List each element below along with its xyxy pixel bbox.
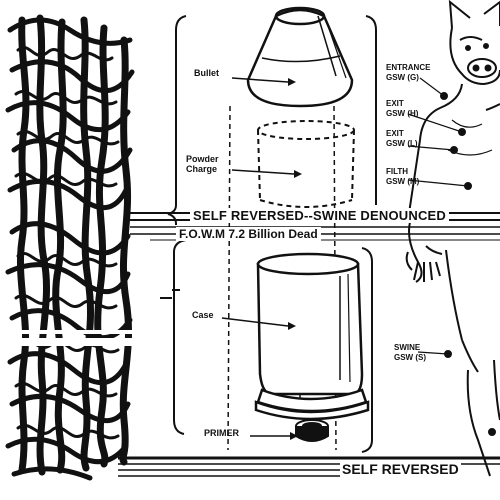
label-entrance-2: GSW (G) — [386, 73, 419, 82]
label-filth-2: GSW (M) — [386, 177, 420, 186]
primer-arrowhead — [290, 432, 298, 440]
subline-banner: F.O.W.M 7.2 Billion Dead — [176, 227, 321, 241]
bullet-shape — [246, 6, 354, 108]
label-exit-l-2: GSW (L) — [386, 139, 418, 148]
label-bullet: Bullet — [194, 68, 219, 78]
swine-figure — [405, 0, 500, 477]
label-exit-l-1: EXIT — [386, 129, 404, 138]
headline-banner: SELF REVERSED--SWINE DENOUNCED — [190, 208, 450, 223]
diagram-brackets — [160, 15, 377, 453]
label-exit-h-1: EXIT — [386, 99, 404, 108]
powder-pointer — [231, 169, 295, 175]
bullet-pointer — [231, 77, 289, 83]
logo-bar-bottom — [6, 338, 134, 346]
case-arrowhead — [288, 322, 296, 330]
label-case: Case — [192, 310, 214, 320]
label-entrance-1: ENTRANCE — [386, 63, 431, 72]
wound-labels: ENTRANCE GSW (G) EXIT GSW (H) EXIT GSW (… — [386, 63, 431, 362]
bullet-arrowhead — [288, 78, 296, 86]
powder-arrowhead — [294, 170, 302, 178]
powder-charge-shape — [257, 120, 355, 208]
case-shape — [254, 252, 370, 421]
label-powder-1: Powder — [186, 154, 219, 164]
label-exit-h-2: GSW (H) — [386, 109, 419, 118]
label-swine-2: GSW (S) — [394, 353, 426, 362]
primer-shape — [295, 419, 329, 442]
label-filth-1: FILTH — [386, 167, 408, 176]
case-pointer — [221, 317, 289, 327]
footer-banner: SELF REVERSED — [340, 461, 461, 477]
label-primer: PRIMER — [204, 428, 240, 438]
band-logo — [5, 14, 135, 481]
label-powder-2: Charge — [186, 164, 217, 174]
logo-bar-top — [6, 330, 134, 334]
label-swine-1: SWINE — [394, 343, 421, 352]
